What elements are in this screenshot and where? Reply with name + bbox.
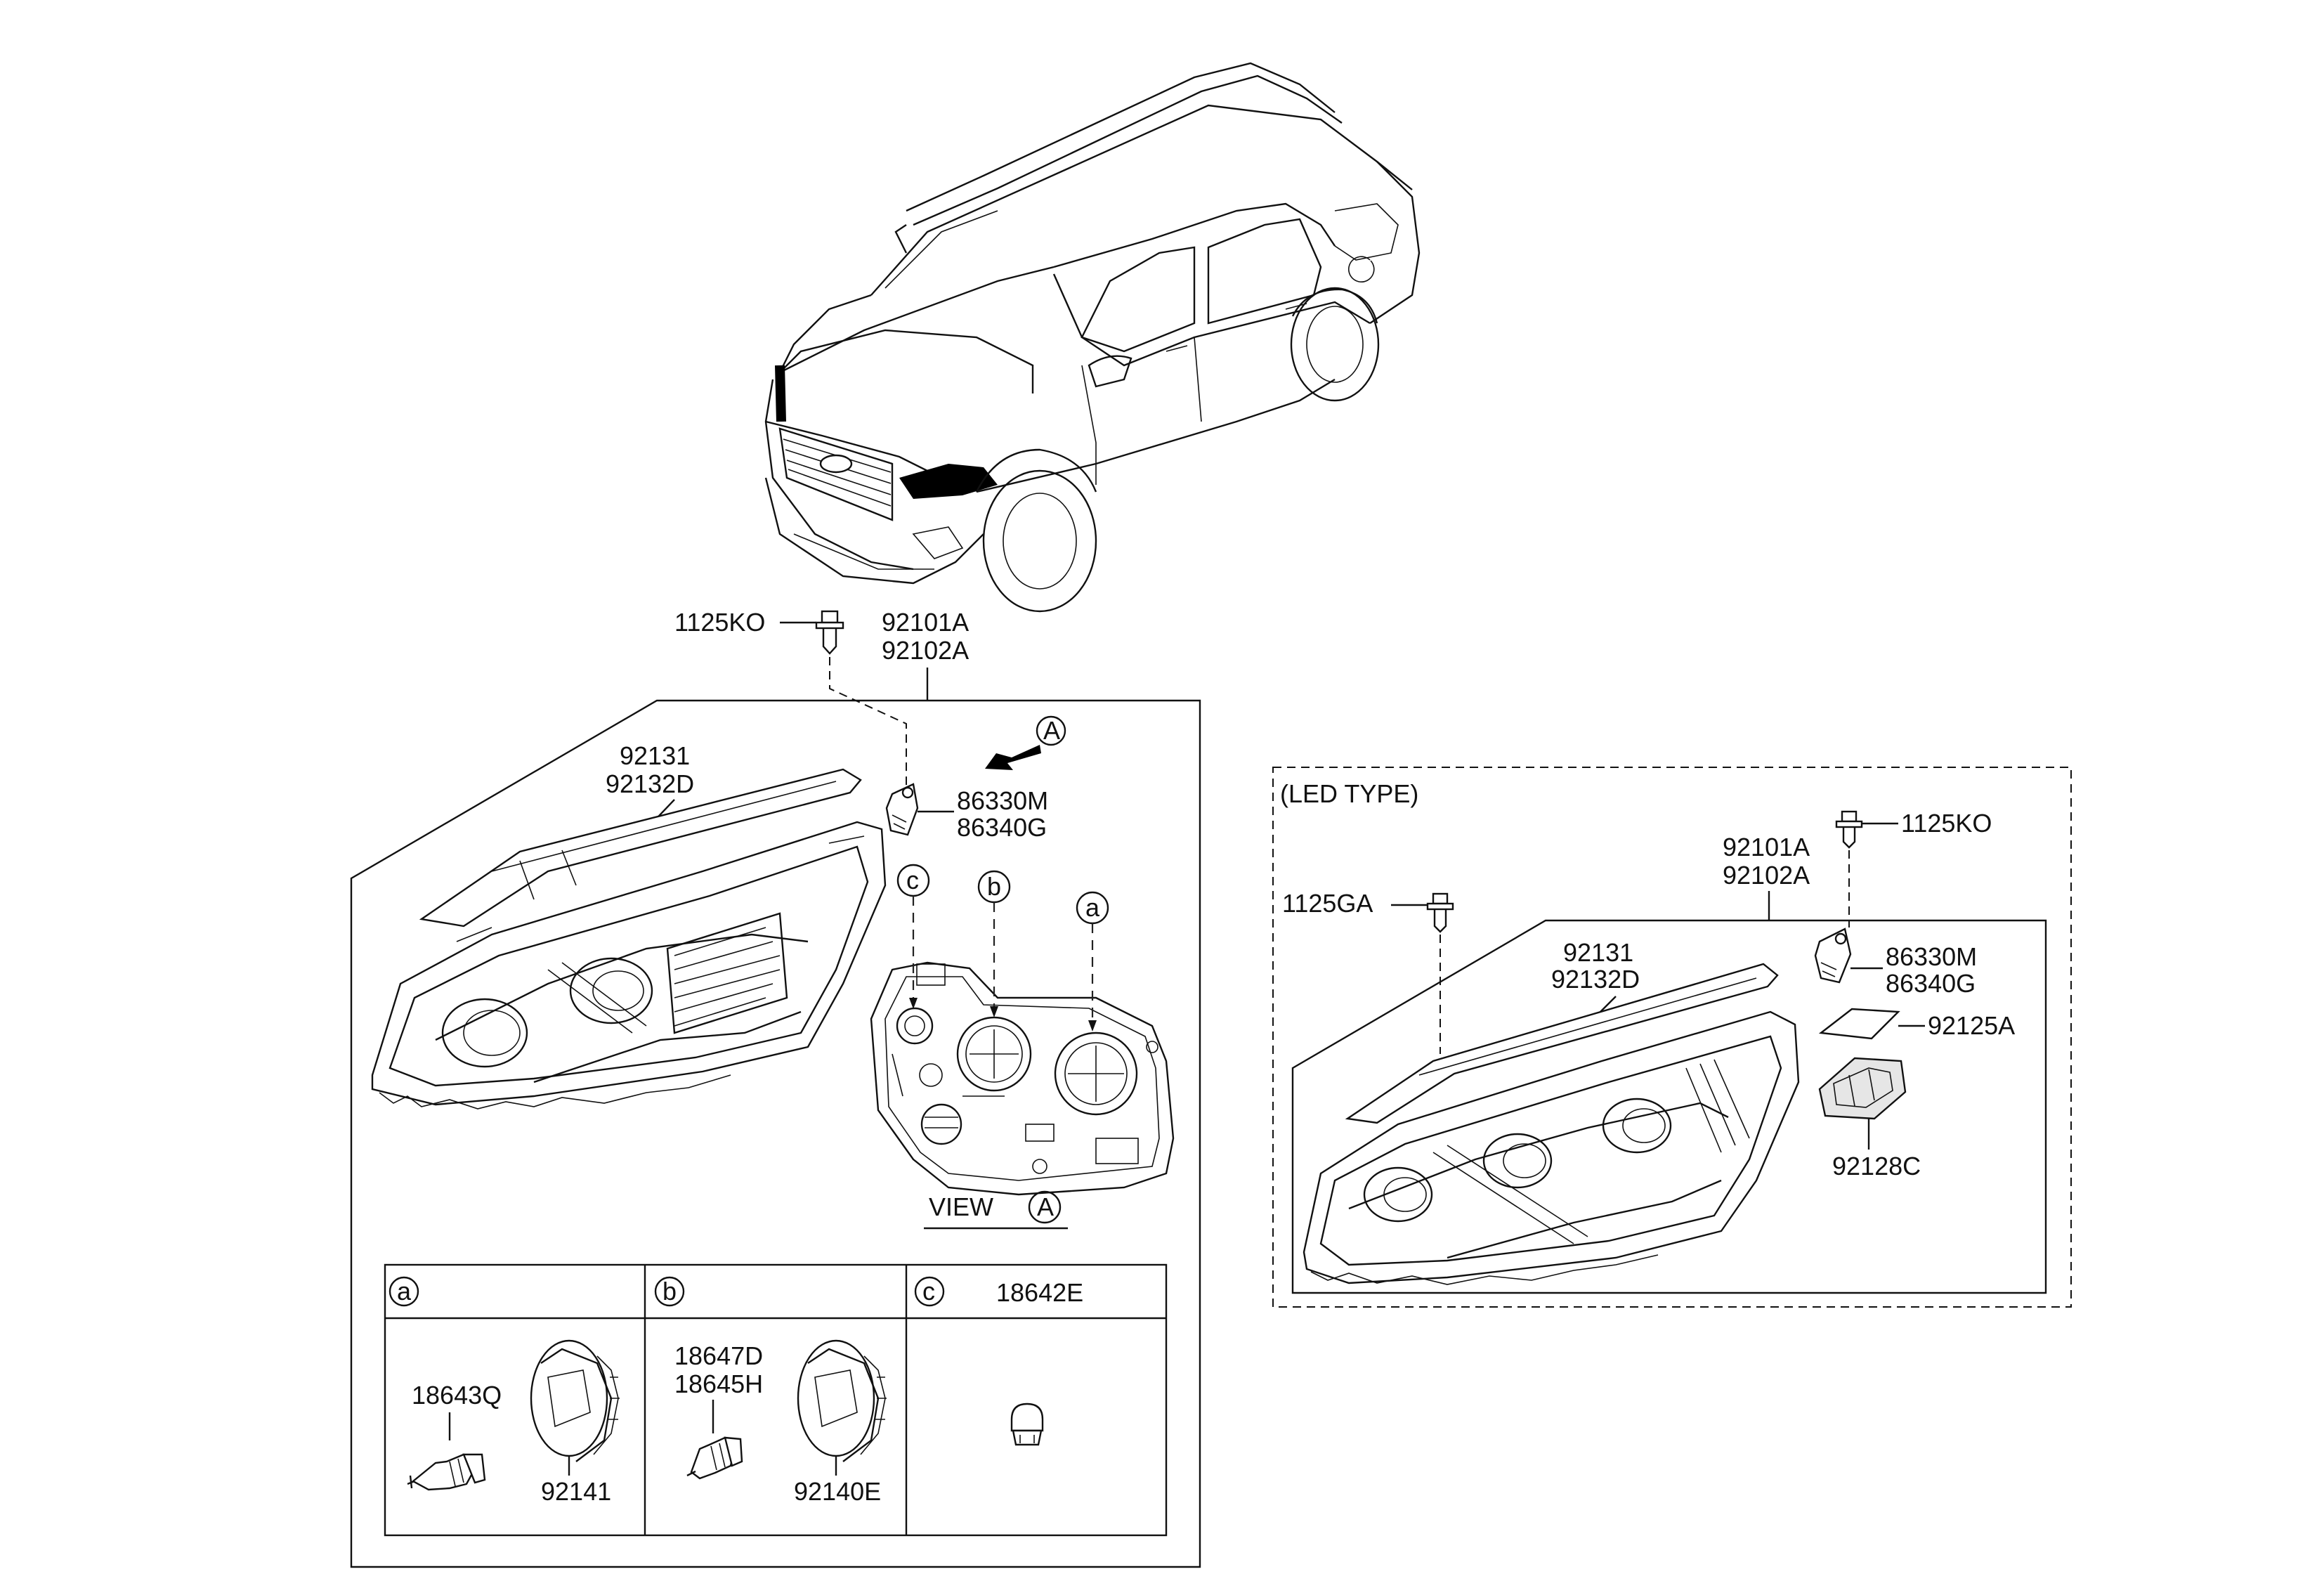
view-label: VIEW bbox=[929, 1192, 993, 1221]
bulb-table: a b c bbox=[384, 1263, 1168, 1537]
label-92131-led: 92131 bbox=[1563, 938, 1633, 967]
label-92125a-led: 92125A bbox=[1928, 1011, 2015, 1040]
main-assembly-frame bbox=[350, 699, 1201, 1568]
label-92140e: 92140E bbox=[794, 1477, 881, 1506]
bolt-icon bbox=[1426, 892, 1454, 933]
label-18642e: 18642E bbox=[996, 1278, 1083, 1307]
headlamp-housing-rear bbox=[870, 961, 1175, 1196]
marker-view-a: A bbox=[1037, 1192, 1054, 1221]
bulb-wedge bbox=[1010, 1402, 1044, 1446]
view-arrow: A bbox=[985, 715, 1066, 770]
label-92132d-led: 92132D bbox=[1551, 965, 1640, 994]
marker-b: b bbox=[987, 872, 1001, 901]
label-92102a-led: 92102A bbox=[1723, 861, 1810, 890]
bolt-icon bbox=[1835, 810, 1863, 849]
label-18643q: 18643Q bbox=[412, 1381, 502, 1410]
label-92132d-main: 92132D bbox=[606, 769, 694, 798]
label-86330m-main: 86330M bbox=[957, 786, 1048, 815]
trim-strip-led bbox=[1345, 963, 1779, 1124]
label-92128c-led: 92128C bbox=[1832, 1152, 1921, 1180]
headlamp-assembly bbox=[371, 821, 887, 1109]
led-type-box bbox=[1272, 767, 2072, 1308]
marker-a: a bbox=[1085, 893, 1100, 922]
gasket-pad bbox=[1818, 1008, 1900, 1040]
table-marker-c: c bbox=[922, 1277, 935, 1306]
bulb-h7 bbox=[407, 1453, 486, 1491]
table-marker-b: b bbox=[662, 1277, 677, 1306]
label-86340g-main: 86340G bbox=[957, 813, 1047, 842]
led-type-title: (LED TYPE) bbox=[1280, 779, 1418, 808]
trim-strip-main bbox=[419, 768, 862, 928]
label-86330m-led: 86330M bbox=[1886, 942, 1977, 971]
bulb-h7 bbox=[686, 1436, 743, 1480]
label-18647d: 18647D bbox=[674, 1341, 763, 1370]
dust-cover bbox=[797, 1339, 887, 1462]
label-1125ko-main: 1125KO bbox=[674, 608, 765, 637]
bracket-icon bbox=[1814, 928, 1852, 984]
label-92102a-main: 92102A bbox=[882, 636, 969, 665]
label-1125ga-led: 1125GA bbox=[1282, 889, 1373, 918]
marker-arrow-a: A bbox=[1043, 716, 1060, 745]
label-92101a-main: 92101A bbox=[882, 608, 969, 637]
label-92141: 92141 bbox=[541, 1477, 611, 1506]
vehicle-outline bbox=[764, 62, 1421, 613]
table-marker-a: a bbox=[397, 1277, 412, 1306]
label-18645h: 18645H bbox=[674, 1369, 763, 1398]
label-1125ko-led: 1125KO bbox=[1901, 809, 1992, 838]
bolt-icon bbox=[815, 610, 844, 655]
headlamp-assembly bbox=[1303, 1010, 1800, 1285]
led-assembly-frame bbox=[1291, 919, 2047, 1294]
led-module bbox=[1818, 1057, 1907, 1120]
label-92101a-led: 92101A bbox=[1723, 833, 1810, 861]
dust-cover bbox=[530, 1339, 620, 1462]
label-92131-main: 92131 bbox=[620, 741, 690, 770]
marker-c: c bbox=[906, 866, 919, 894]
bracket-icon bbox=[885, 783, 919, 836]
label-86340g-led: 86340G bbox=[1886, 969, 1976, 998]
